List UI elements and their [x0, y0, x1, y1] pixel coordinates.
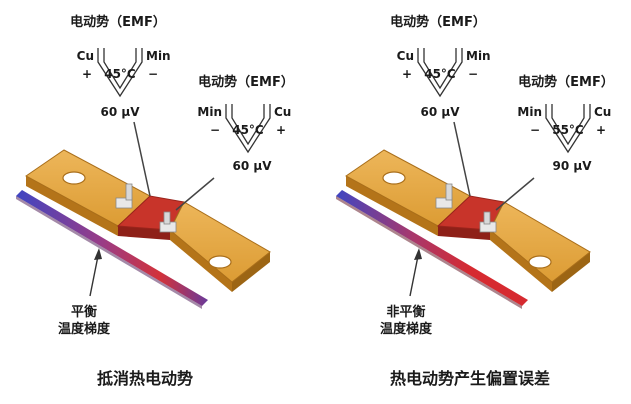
metal-label-left: Min: [197, 105, 222, 119]
sense-pad-right: [479, 211, 497, 233]
temperature-label: 45°C: [104, 67, 136, 81]
right-panel: 电动势（EMF） Cu Min + − 45°C 60 µV 电动势（EMF） …: [336, 14, 614, 388]
sense-pad-right: [159, 211, 177, 233]
metal-label-left: Min: [517, 105, 542, 119]
sign-left: −: [530, 123, 540, 137]
thermocouple-v-inner: [423, 48, 457, 90]
arrow-shaft: [409, 255, 419, 297]
thermocouple-v-outer: [545, 104, 591, 154]
arrow-shaft: [89, 255, 99, 297]
sense-pad-left: [435, 183, 453, 209]
lead-wire: [175, 177, 215, 211]
gradient-label-line1: 非平衡: [386, 304, 425, 320]
thermocouple-v-inner: [231, 104, 265, 146]
sign-left: +: [82, 67, 92, 81]
thermocouple-v-inner: [103, 48, 137, 90]
sense-pad-left: [115, 183, 133, 209]
thermocouple-left: 电动势（EMF） Cu Min + − 45°C 60 µV: [390, 14, 491, 197]
lead-wire: [495, 177, 535, 211]
temperature-gradient-strip: [336, 190, 528, 309]
sign-right: −: [468, 67, 478, 81]
voltage-label: 60 µV: [421, 105, 461, 119]
temperature-label: 45°C: [424, 67, 456, 81]
thermocouple-right: 电动势（EMF） Min Cu − + 45°C 60 µV: [175, 74, 294, 211]
emf-title: 电动势（EMF）: [518, 74, 614, 90]
thermocouple-right: 电动势（EMF） Min Cu − + 55°C 90 µV: [495, 74, 614, 211]
sign-right: −: [148, 67, 158, 81]
voltage-label: 60 µV: [101, 105, 141, 119]
lead-wire: [453, 121, 471, 197]
thermocouple-v-outer: [97, 48, 143, 98]
metal-label-right: Min: [466, 49, 491, 63]
thermocouple-left: 电动势（EMF） Cu Min + − 45°C 60 µV: [70, 14, 171, 197]
voltage-label: 60 µV: [233, 159, 273, 173]
shunt-resistor: [25, 149, 271, 292]
gradient-label-line2: 温度梯度: [58, 321, 111, 337]
metal-label-right: Cu: [274, 105, 291, 119]
mount-hole-right: [528, 255, 552, 269]
thermocouple-v-outer: [417, 48, 463, 98]
lead-wire: [133, 121, 151, 197]
emf-title: 电动势（EMF）: [390, 14, 486, 30]
gradient-label-line2: 温度梯度: [380, 321, 433, 337]
metal-label-right: Min: [146, 49, 171, 63]
metal-label-right: Cu: [594, 105, 611, 119]
mount-hole-left: [62, 171, 86, 185]
panel-caption: 热电动势产生偏置误差: [390, 369, 550, 388]
thermocouple-v-inner: [551, 104, 585, 146]
mount-hole-right: [208, 255, 232, 269]
sign-left: +: [402, 67, 412, 81]
sign-right: +: [596, 123, 606, 137]
temperature-gradient-strip: [16, 190, 208, 309]
emf-title: 电动势（EMF）: [70, 14, 166, 30]
voltage-label: 90 µV: [553, 159, 593, 173]
sign-left: −: [210, 123, 220, 137]
shunt-resistor: [345, 149, 591, 292]
metal-label-left: Cu: [77, 49, 94, 63]
thermocouple-v-outer: [225, 104, 271, 154]
gradient-label-line1: 平衡: [71, 304, 97, 320]
mount-hole-left: [382, 171, 406, 185]
panel-caption: 抵消热电动势: [97, 369, 193, 388]
temperature-label: 55°C: [552, 123, 584, 137]
metal-label-left: Cu: [397, 49, 414, 63]
sign-right: +: [276, 123, 286, 137]
gradient-annotation: 非平衡 温度梯度: [380, 248, 433, 337]
temperature-label: 45°C: [232, 123, 264, 137]
arrow-head-icon: [94, 248, 102, 260]
arrow-head-icon: [414, 248, 422, 260]
emf-title: 电动势（EMF）: [198, 74, 294, 90]
gradient-annotation: 平衡 温度梯度: [58, 248, 111, 337]
left-panel: 电动势（EMF） Cu Min + − 45°C 60 µV 电动势（EMF） …: [16, 14, 294, 388]
